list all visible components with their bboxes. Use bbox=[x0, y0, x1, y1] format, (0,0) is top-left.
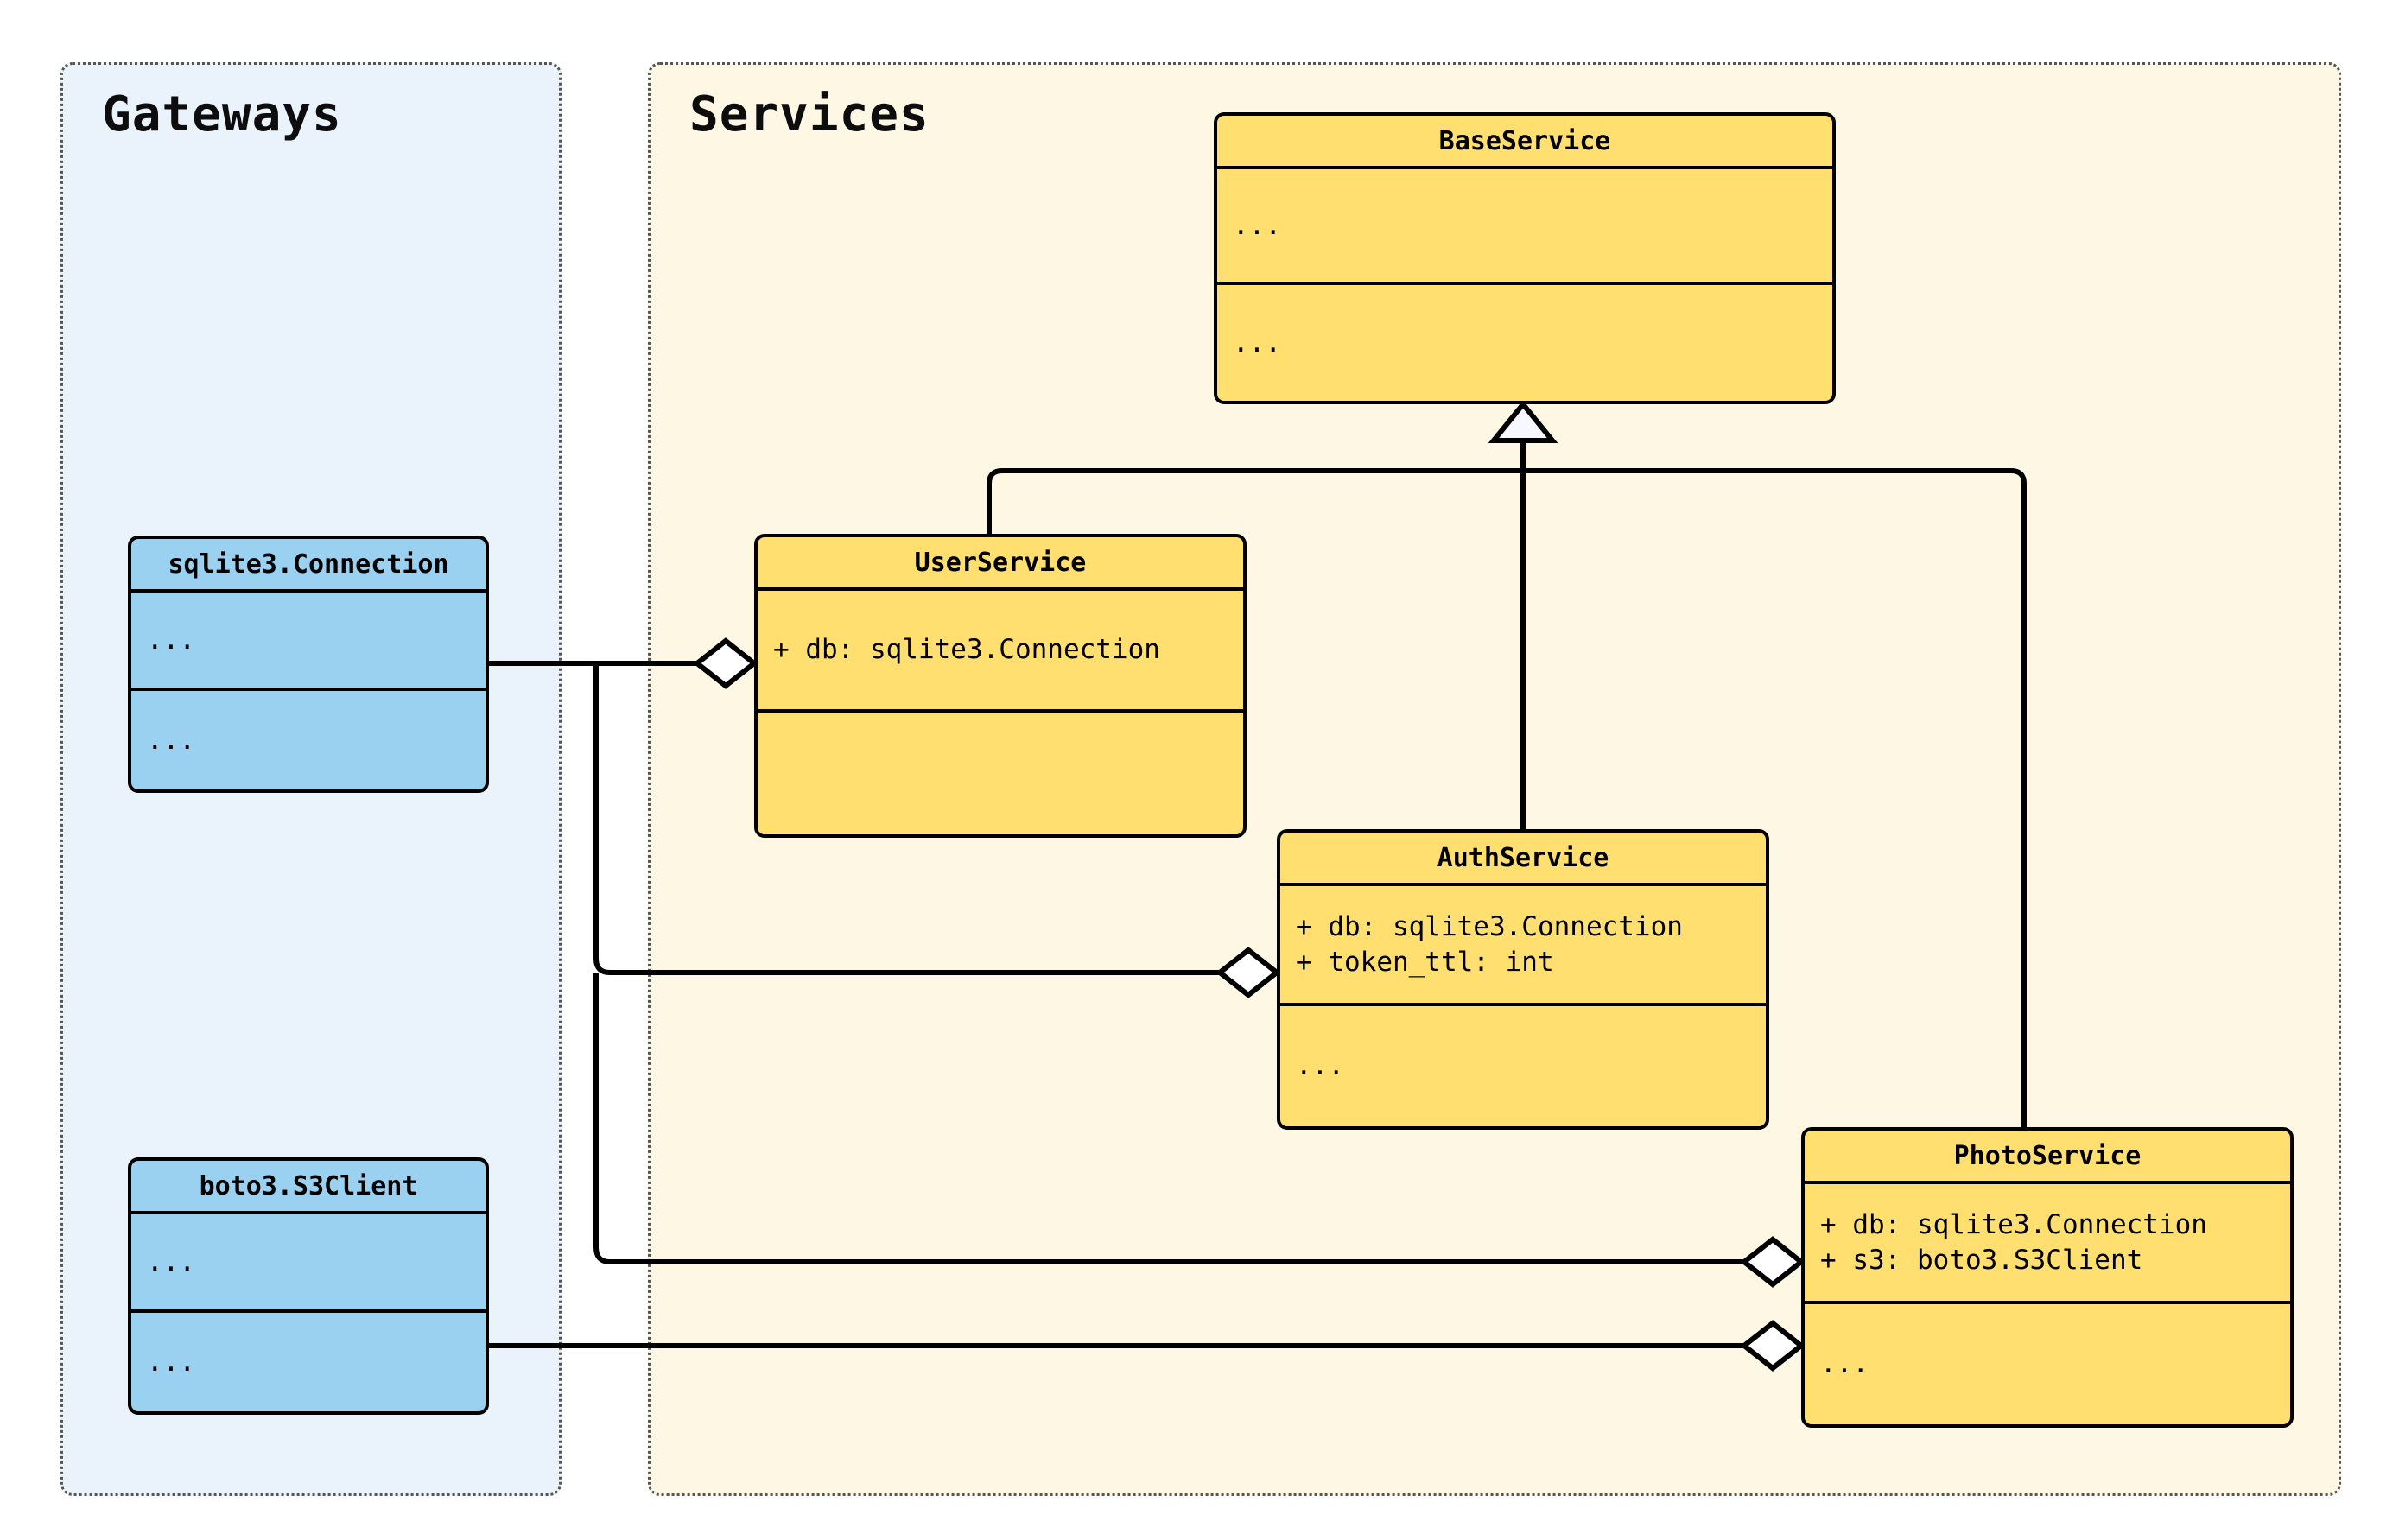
class-methods-boto3-s3client: ... bbox=[131, 1313, 486, 1411]
method-line: ... bbox=[147, 724, 195, 756]
class-methods-baseservice: ... bbox=[1217, 285, 1832, 401]
attribute-line: ... bbox=[147, 1245, 195, 1277]
attribute-line: + db: sqlite3.Connection bbox=[1820, 1208, 2207, 1240]
class-attributes-baseservice: ... bbox=[1217, 169, 1832, 285]
class-name-sqlite3-connection: sqlite3.Connection bbox=[131, 539, 486, 593]
class-box-baseservice[interactable]: BaseService ... ... bbox=[1214, 112, 1836, 404]
attribute-line: + s3: boto3.S3Client bbox=[1820, 1244, 2143, 1276]
method-line: ... bbox=[1233, 326, 1281, 358]
package-services-title: Services bbox=[689, 86, 930, 143]
method-line: ... bbox=[1820, 1348, 1869, 1380]
method-line: ... bbox=[147, 1346, 195, 1378]
class-methods-photoservice: ... bbox=[1805, 1304, 2290, 1424]
class-box-photoservice[interactable]: PhotoService + db: sqlite3.Connection + … bbox=[1801, 1127, 2294, 1428]
attribute-line: + db: sqlite3.Connection bbox=[773, 634, 1160, 666]
class-methods-userservice bbox=[758, 713, 1243, 834]
class-attributes-sqlite3-connection: ... bbox=[131, 593, 486, 691]
class-box-sqlite3-connection[interactable]: sqlite3.Connection ... ... bbox=[128, 536, 489, 793]
class-attributes-boto3-s3client: ... bbox=[131, 1214, 486, 1313]
class-name-baseservice: BaseService bbox=[1217, 116, 1832, 169]
class-methods-sqlite3-connection: ... bbox=[131, 691, 486, 789]
class-attributes-authservice: + db: sqlite3.Connection + token_ttl: in… bbox=[1280, 886, 1766, 1006]
class-box-userservice[interactable]: UserService + db: sqlite3.Connection bbox=[754, 534, 1247, 838]
class-box-authservice[interactable]: AuthService + db: sqlite3.Connection + t… bbox=[1277, 829, 1769, 1130]
class-box-boto3-s3client[interactable]: boto3.S3Client ... ... bbox=[128, 1157, 489, 1415]
class-name-photoservice: PhotoService bbox=[1805, 1131, 2290, 1184]
class-attributes-photoservice: + db: sqlite3.Connection + s3: boto3.S3C… bbox=[1805, 1184, 2290, 1304]
attribute-line: ... bbox=[1233, 209, 1281, 241]
class-name-authservice: AuthService bbox=[1280, 833, 1766, 886]
class-methods-authservice: ... bbox=[1280, 1006, 1766, 1126]
attribute-line: + db: sqlite3.Connection bbox=[1296, 910, 1683, 942]
method-line: ... bbox=[1296, 1050, 1344, 1082]
attribute-line: ... bbox=[147, 624, 195, 656]
class-name-userservice: UserService bbox=[758, 537, 1243, 591]
attribute-line: + token_ttl: int bbox=[1296, 946, 1554, 978]
package-gateways-title: Gateways bbox=[102, 86, 342, 143]
class-name-boto3-s3client: boto3.S3Client bbox=[131, 1161, 486, 1214]
class-attributes-userservice: + db: sqlite3.Connection bbox=[758, 591, 1243, 713]
